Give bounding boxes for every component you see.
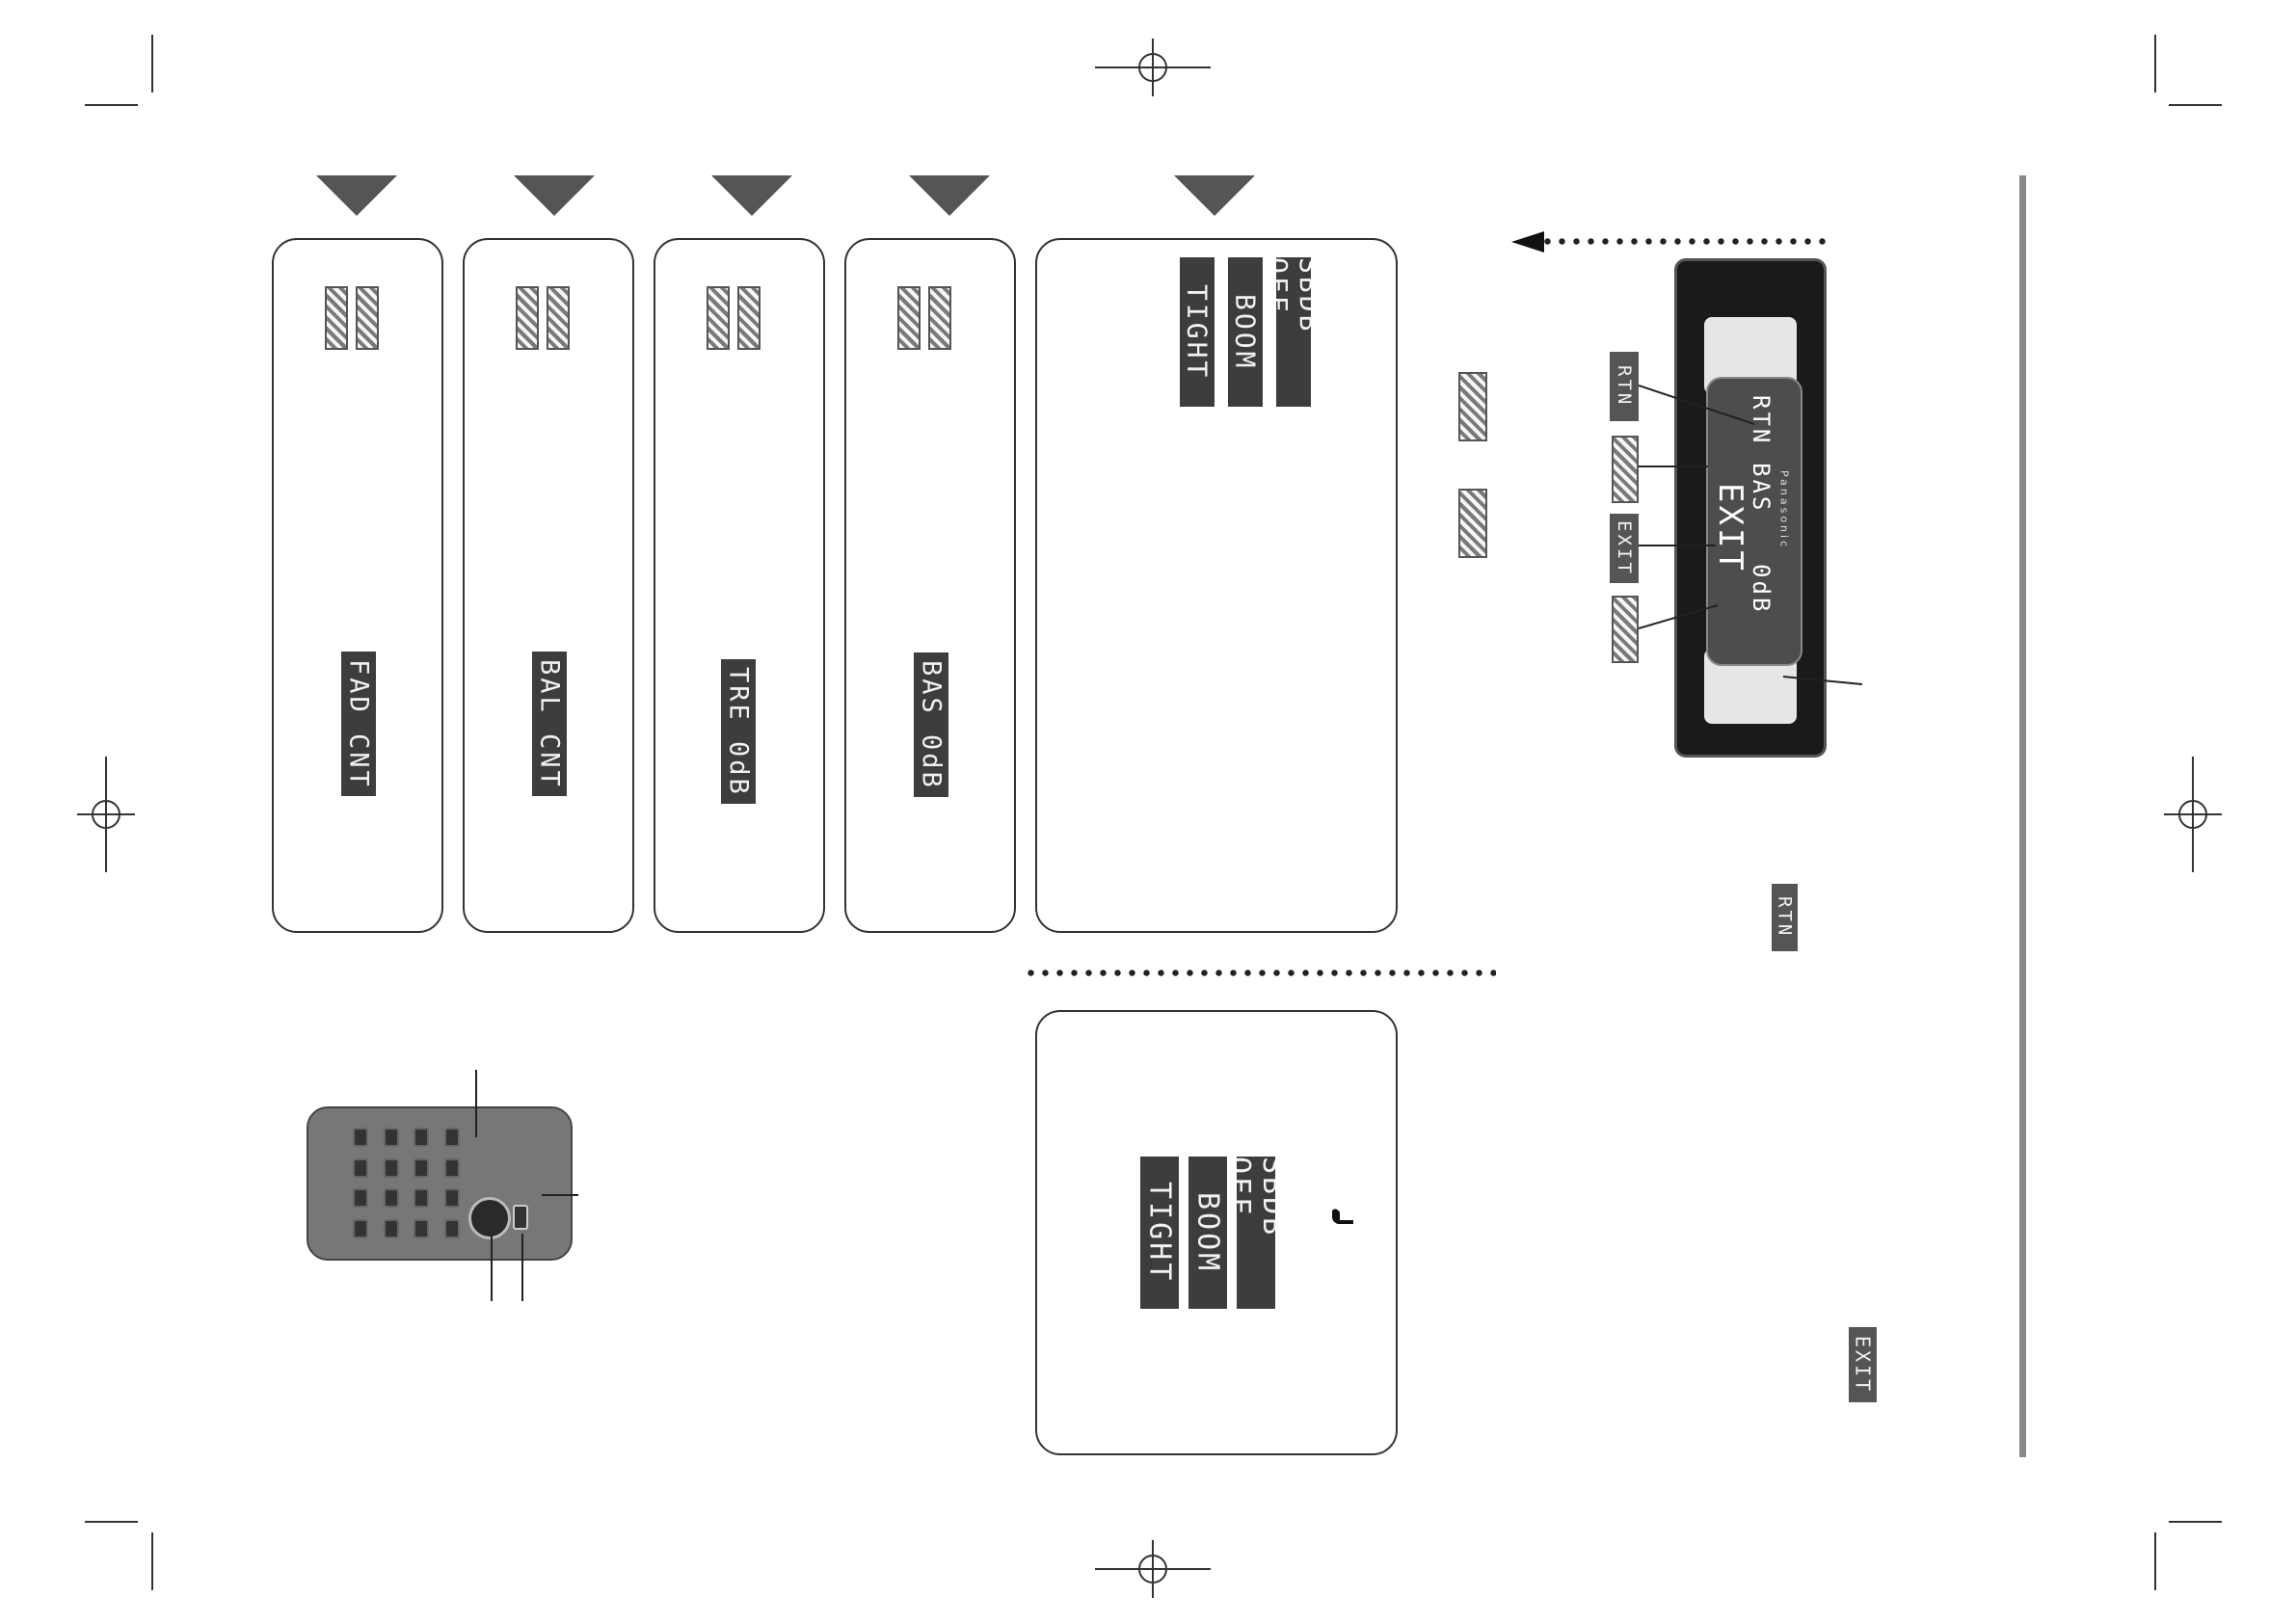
arrow-left-icon xyxy=(1511,231,1544,253)
crop-mark xyxy=(2154,35,2156,93)
remote-key[interactable] xyxy=(383,1128,399,1147)
balance-panel: BAL CNT xyxy=(463,238,634,933)
triangle-down-icon xyxy=(909,175,990,216)
remote-key[interactable] xyxy=(414,1218,429,1238)
remote-control-image xyxy=(307,1106,573,1261)
remote-key[interactable] xyxy=(353,1157,368,1178)
unit-bas-text: BAS xyxy=(1748,462,1775,514)
hatched-arrow-icon xyxy=(356,286,379,350)
registration-target-icon xyxy=(1095,39,1211,96)
crop-mark xyxy=(2169,1521,2222,1523)
registration-target-icon xyxy=(2164,757,2222,872)
sbdb-off-display: SBDB OFF xyxy=(1276,257,1311,407)
fader-panel: FAD CNT xyxy=(272,238,443,933)
boom-display: BOOM xyxy=(1228,257,1263,407)
hatched-arrow-icon xyxy=(1612,596,1639,663)
bass-display: BAS 0dB xyxy=(914,652,948,797)
hatched-arrow-icon xyxy=(1612,436,1639,503)
treble-display: TRE 0dB xyxy=(721,659,756,804)
sbdb-remote-panel: SBDB OFF BOOM TIGHT xyxy=(1035,1010,1398,1455)
crop-mark xyxy=(85,1521,138,1523)
balance-display: BAL CNT xyxy=(532,652,567,796)
unit-value-text: 0dB xyxy=(1748,563,1775,615)
treble-panel: TRE 0dB xyxy=(654,238,825,933)
remote-key[interactable] xyxy=(353,1188,368,1208)
hatched-arrow-icon xyxy=(928,286,951,350)
triangle-down-icon xyxy=(514,175,595,216)
triangle-down-icon xyxy=(711,175,792,216)
remote-key-pad xyxy=(353,1128,468,1243)
triangle-down-icon xyxy=(1174,175,1255,216)
hatched-arrow-icon xyxy=(1458,489,1487,558)
hatched-arrow-icon xyxy=(547,286,570,350)
remote-key[interactable] xyxy=(383,1188,399,1208)
hatched-arrow-icon xyxy=(1458,372,1487,441)
remote-key[interactable] xyxy=(443,1128,460,1147)
remote-key[interactable] xyxy=(443,1218,460,1238)
rtn-button-label: RTN xyxy=(1610,352,1639,421)
exit-label: EXIT xyxy=(1849,1327,1877,1402)
rtn-label: RTN xyxy=(1772,884,1798,951)
boom-display: BOOM xyxy=(1188,1157,1227,1309)
remote-leader-lines xyxy=(475,1070,578,1301)
remote-key[interactable] xyxy=(414,1188,429,1208)
crop-mark xyxy=(151,1532,153,1590)
side-bar xyxy=(2019,175,2026,1457)
remote-key[interactable] xyxy=(353,1218,368,1238)
remote-select-button[interactable] xyxy=(513,1205,528,1230)
hatched-arrow-icon xyxy=(707,286,730,350)
exit-button-label: EXIT xyxy=(1610,514,1639,583)
remote-key[interactable] xyxy=(383,1157,399,1178)
head-unit-image: Panasonic RTN BAS 0dB EXIT xyxy=(1674,258,1827,758)
pointing-hand-icon xyxy=(1332,1209,1353,1224)
hatched-arrow-icon xyxy=(737,286,761,350)
sbdb-panel: SBDB OFF BOOM TIGHT xyxy=(1035,238,1398,933)
registration-target-icon xyxy=(1095,1540,1211,1598)
dotted-arrow-line xyxy=(1540,238,1829,245)
registration-target-icon xyxy=(77,757,135,872)
crop-mark xyxy=(2154,1532,2156,1590)
remote-key[interactable] xyxy=(443,1157,460,1178)
sbdb-off-display: SBDB OFF xyxy=(1237,1157,1275,1309)
remote-key[interactable] xyxy=(383,1218,399,1238)
unit-rtn-text: RTN xyxy=(1748,394,1775,446)
hatched-arrow-icon xyxy=(325,286,348,350)
remote-key[interactable] xyxy=(414,1128,429,1147)
hatched-arrow-icon xyxy=(516,286,539,350)
crop-mark xyxy=(2169,104,2222,106)
leader-lines xyxy=(1639,385,1863,685)
tight-display: TIGHT xyxy=(1140,1157,1179,1309)
hatched-arrow-icon xyxy=(897,286,921,350)
crop-mark xyxy=(151,35,153,93)
unit-brand-text: Panasonic xyxy=(1777,469,1791,550)
fader-display: FAD CNT xyxy=(341,652,376,796)
triangle-down-icon xyxy=(316,175,397,216)
dotted-separator xyxy=(1024,970,1496,976)
tight-display: TIGHT xyxy=(1180,257,1215,407)
unit-display-window: Panasonic RTN BAS 0dB EXIT xyxy=(1706,377,1802,666)
crop-mark xyxy=(85,104,138,106)
remote-key[interactable] xyxy=(443,1188,460,1208)
remote-joystick[interactable] xyxy=(468,1197,511,1239)
unit-exit-text: EXIT xyxy=(1711,483,1749,573)
remote-key[interactable] xyxy=(414,1157,429,1178)
bass-panel: BAS 0dB xyxy=(844,238,1016,933)
remote-key[interactable] xyxy=(353,1128,368,1147)
